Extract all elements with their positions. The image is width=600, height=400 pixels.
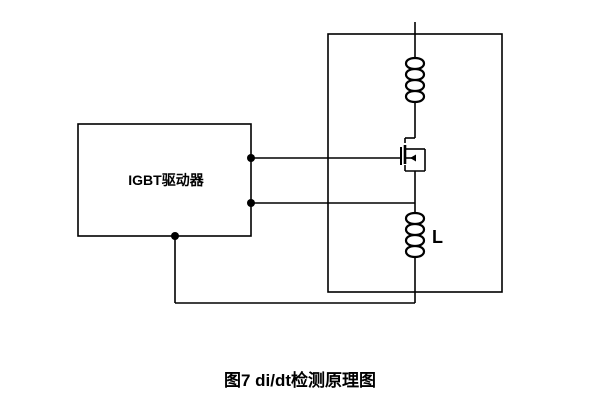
igbt-switch-symbol: [400, 137, 426, 172]
figure-caption: 图7 di/dt检测原理图: [223, 371, 377, 390]
module-frame: [327, 33, 503, 293]
sense-terminal-dot: [171, 232, 179, 240]
igbt-driver-box: [77, 123, 252, 237]
switch-arrow-icon: [410, 154, 416, 162]
upper-inductor: [404, 56, 426, 104]
gate-terminal-dot: [247, 154, 255, 162]
inductor-label: L: [432, 227, 443, 247]
emitter-terminal-dot: [247, 199, 255, 207]
lower-inductor-l: [404, 211, 426, 259]
igbt-driver-label: IGBT驱动器: [128, 172, 204, 188]
